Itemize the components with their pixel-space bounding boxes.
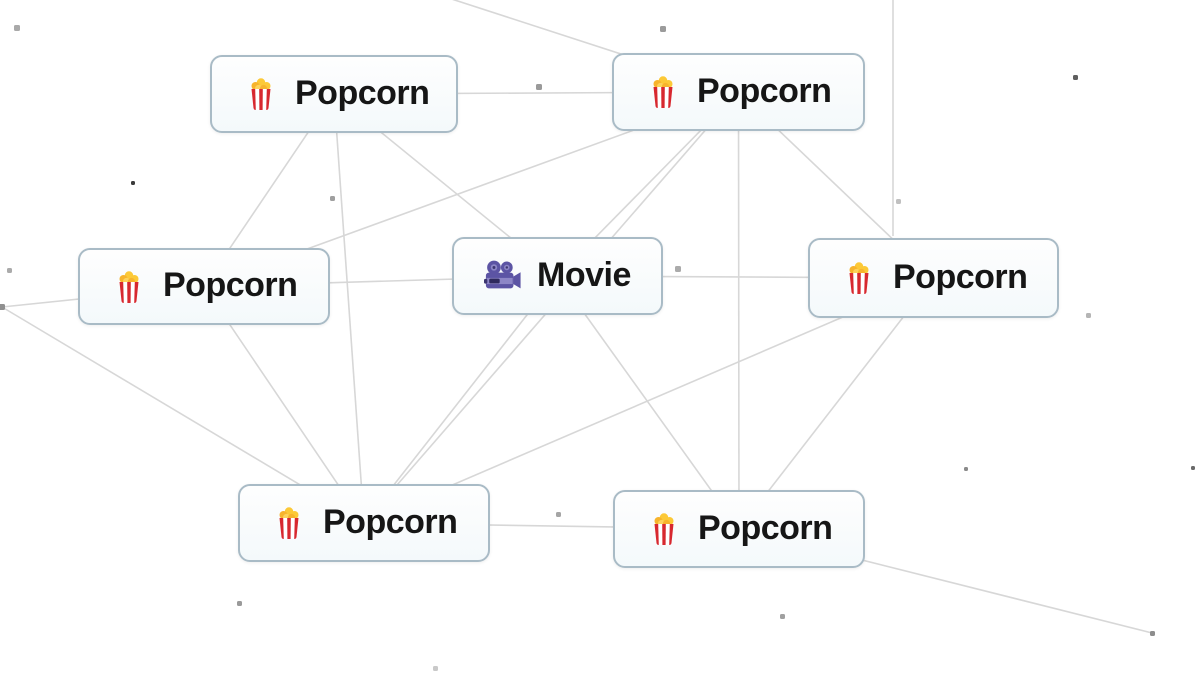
connection-line xyxy=(363,277,934,524)
background-node-dot xyxy=(0,304,5,310)
background-node-dot xyxy=(1149,630,1155,636)
background-node-dot xyxy=(432,665,438,671)
tile-label: Popcorn xyxy=(698,508,833,547)
tile-label: Movie xyxy=(537,255,631,294)
background-node-dot xyxy=(895,198,901,204)
popcorn-icon xyxy=(242,75,280,113)
connection-line xyxy=(556,275,740,530)
movie-camera-icon xyxy=(484,257,522,295)
popcorn-icon xyxy=(644,73,682,111)
background-node-dot xyxy=(14,25,20,31)
tile-popcorn-bottom-right[interactable]: Popcorn xyxy=(613,490,865,568)
tile-popcorn-top-left[interactable]: Popcorn xyxy=(210,55,458,133)
background-node-dot xyxy=(131,181,135,185)
tile-popcorn-bottom-left[interactable]: Popcorn xyxy=(238,484,490,562)
background-node-dot xyxy=(675,266,681,272)
tile-label: Popcorn xyxy=(323,502,458,541)
tile-label: Popcorn xyxy=(893,257,1028,296)
tile-popcorn-right[interactable]: Popcorn xyxy=(808,238,1059,318)
connection-line xyxy=(737,91,740,530)
background-node-dot xyxy=(329,195,335,201)
popcorn-icon xyxy=(110,268,148,306)
tile-popcorn-top-right[interactable]: Popcorn xyxy=(612,53,865,131)
background-node-dot xyxy=(779,613,785,619)
tile-movie-center[interactable]: Movie xyxy=(452,237,663,315)
background-node-dot xyxy=(1191,466,1195,470)
background-node-dot xyxy=(1072,74,1078,80)
tile-label: Popcorn xyxy=(697,71,832,110)
popcorn-icon xyxy=(645,510,683,548)
background-node-dot xyxy=(1085,312,1091,318)
tile-popcorn-left[interactable]: Popcorn xyxy=(78,248,330,325)
background-node-dot xyxy=(6,267,12,273)
connection-line xyxy=(738,277,935,530)
connection-line xyxy=(333,93,365,524)
background-node-dot xyxy=(660,26,666,32)
background-node-dot xyxy=(555,511,561,517)
background-node-dot xyxy=(964,467,968,471)
tile-label: Popcorn xyxy=(163,266,298,304)
tile-label: Popcorn xyxy=(295,73,430,112)
connection-line xyxy=(363,275,559,524)
background-node-dot xyxy=(236,600,242,606)
popcorn-icon xyxy=(270,504,308,542)
connection-line xyxy=(203,286,365,524)
popcorn-icon xyxy=(840,259,878,297)
background-node-dot xyxy=(536,84,542,90)
